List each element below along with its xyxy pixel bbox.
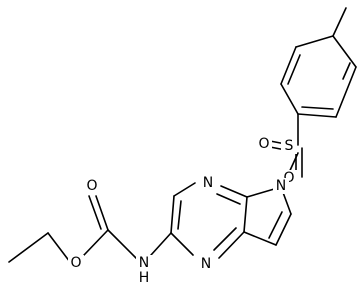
atom-labels: S O O N N N N H O O xyxy=(68,136,297,286)
ethyl-carbamate xyxy=(8,195,172,263)
pyrazine-nitrogen-top-label: N xyxy=(203,175,213,191)
pyrrole-nitrogen-label: N xyxy=(276,178,286,194)
pyrrolopyrazine-core xyxy=(170,182,292,259)
ester-oxygen-label: O xyxy=(70,255,81,271)
pyrazine-nitrogen-bottom-label: N xyxy=(201,256,211,272)
sulfonyl-oxygen-left-label: O xyxy=(258,136,269,152)
carbonyl-oxygen-label: O xyxy=(86,178,97,194)
carbamate-hydrogen-label: H xyxy=(139,270,150,286)
tolyl-ring xyxy=(280,7,357,118)
sulfur-label: S xyxy=(285,138,294,154)
carbamate-nitrogen-label: N xyxy=(139,255,149,271)
